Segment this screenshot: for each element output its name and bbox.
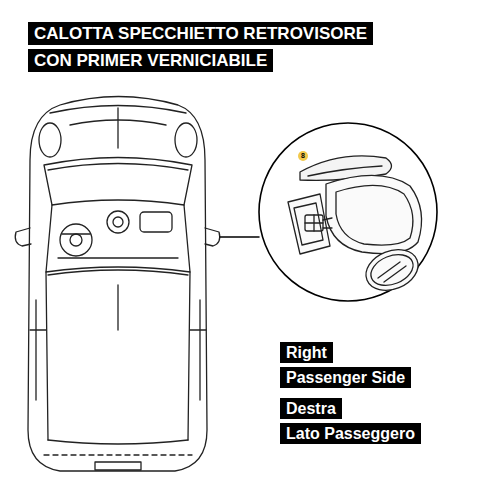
callout-text: 8 [301, 152, 305, 159]
car-top-view-part [95, 462, 141, 470]
title-band: CALOTTA SPECCHIETTO RETROVISORE CON PRIM… [28, 20, 373, 74]
car-top-view-part [44, 454, 192, 455]
mirror-exploded-view-part [326, 175, 422, 253]
car-top-view [15, 97, 220, 472]
car-top-view-part [117, 285, 118, 330]
car-top-view-part [113, 217, 123, 227]
car-top-view-part [48, 164, 188, 171]
mirror-exploded-view-part [366, 249, 417, 291]
car-top-view-part [39, 123, 61, 157]
car-top-view-part [117, 108, 118, 148]
callout-number: 8 [298, 151, 308, 161]
car-top-view-part [44, 158, 192, 206]
car-top-view-part [15, 228, 31, 246]
mirror-exploded-view-part [305, 215, 323, 231]
car-top-view-part [46, 272, 190, 440]
detail-circle [259, 123, 437, 301]
mirror-exploded-view-part [323, 218, 332, 228]
mirror-exploded-view [288, 156, 424, 298]
car-top-view-part [48, 440, 188, 444]
car-top-view-part [58, 257, 178, 258]
mirror-exploded-view-part [288, 194, 330, 254]
car-top-view-part [70, 234, 82, 246]
car-top-view-part [107, 211, 129, 233]
car-top-view-part [48, 270, 188, 275]
car-top-view-part [28, 97, 207, 472]
mirror-exploded-view-part [378, 262, 406, 282]
band-text: Right Passenger Side [280, 342, 411, 388]
band-text: CALOTTA SPECCHIETTO RETROVISORE CON PRIM… [28, 22, 373, 72]
mirror-exploded-view-part [336, 185, 413, 245]
leader-line [220, 236, 259, 237]
mirror-exploded-view-part [305, 215, 323, 231]
car-top-view-part [175, 123, 197, 157]
car-top-view-part [30, 329, 206, 330]
car-top-view-part [36, 300, 200, 400]
car-top-view-part [60, 224, 92, 256]
side-band: Right Passenger Side [280, 340, 411, 390]
mirror-exploded-view-part [360, 242, 424, 297]
car-top-view-part [205, 228, 220, 246]
side-band: Destra Lato Passeggero [280, 396, 421, 446]
car-top-view-part [46, 205, 190, 272]
car-top-view-part [70, 120, 166, 125]
mirror-exploded-view-part [294, 203, 323, 245]
band-text: Destra Lato Passeggero [280, 398, 421, 444]
car-top-view-part [62, 233, 90, 234]
car-top-view-part [140, 212, 172, 232]
mirror-exploded-view-part [308, 166, 382, 176]
detail-circle-part [259, 123, 437, 301]
leader-line-part [220, 236, 259, 238]
